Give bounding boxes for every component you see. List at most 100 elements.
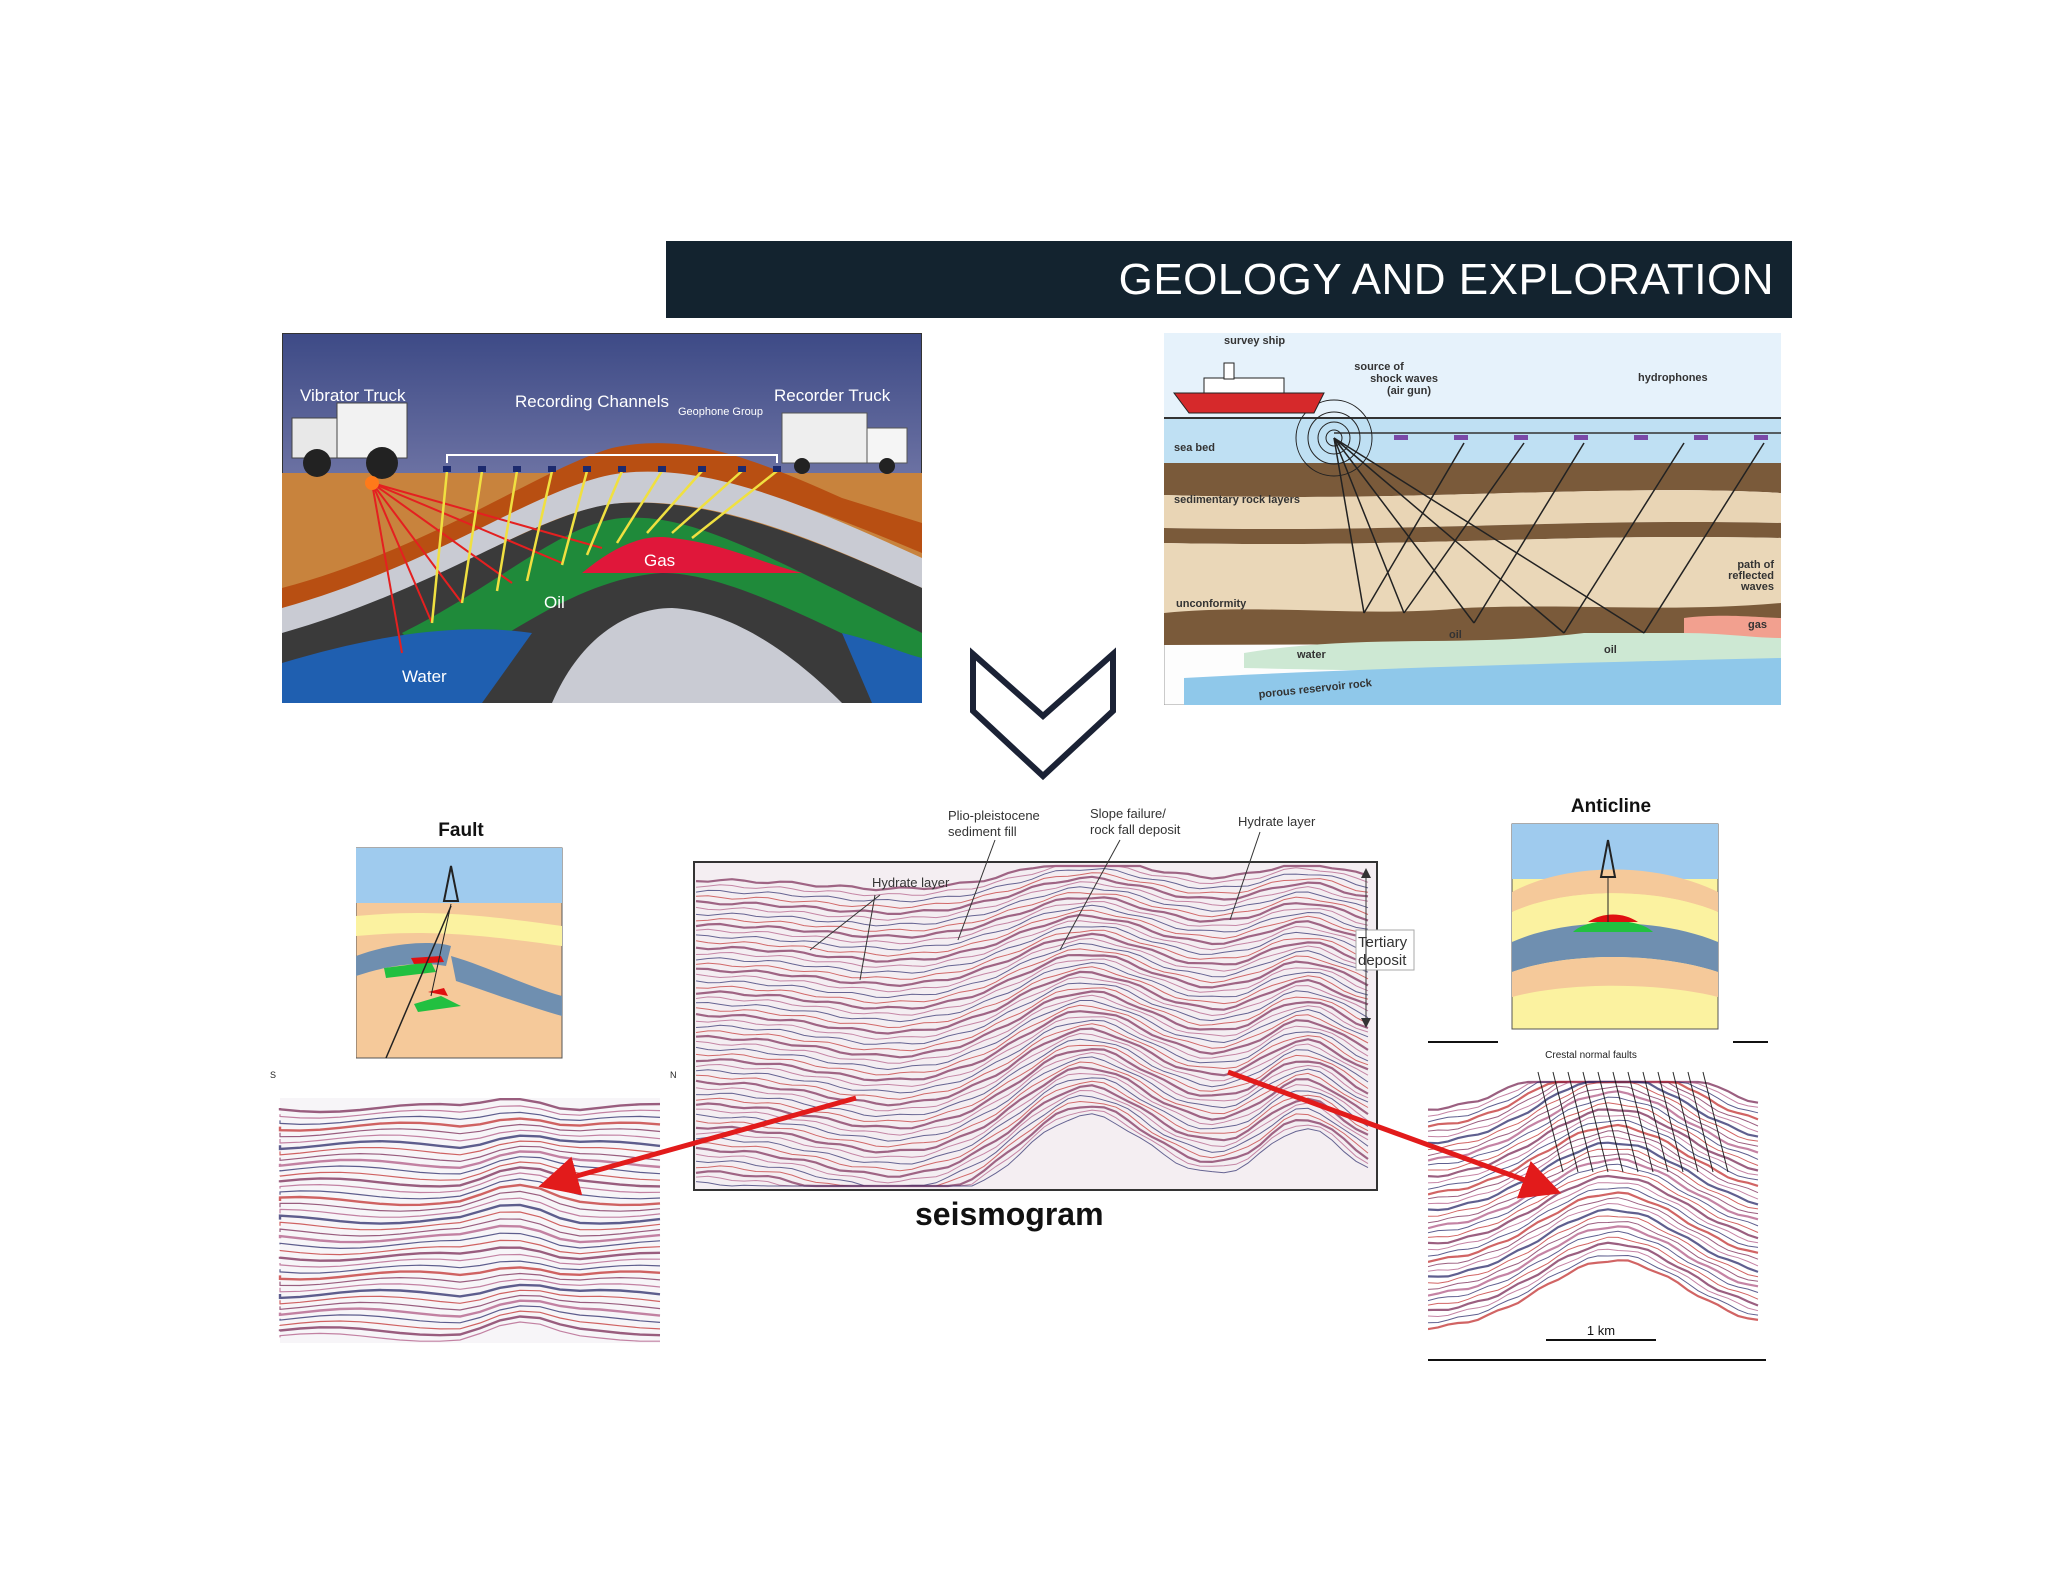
oil-label-2: oil xyxy=(1604,644,1617,656)
seismic-reflector xyxy=(695,1016,1369,1087)
seismic-reflector xyxy=(1427,1254,1759,1324)
seismic-reflector xyxy=(1427,1182,1759,1251)
hydrophones-label: hydrophones xyxy=(1638,372,1708,384)
seismic-reflector xyxy=(1427,1221,1759,1290)
seismic-reflector xyxy=(279,1172,661,1194)
chevron-down-icon xyxy=(968,646,1118,781)
seismic-reflector xyxy=(1552,1071,1579,1173)
gas-label: gas xyxy=(1748,619,1767,631)
seismic-reflector xyxy=(695,958,1369,1016)
seismic-reflector xyxy=(1427,1135,1759,1205)
seismic-reflector xyxy=(278,1315,661,1337)
seismic-reflector xyxy=(278,1134,661,1151)
seismic-reflector xyxy=(1627,1071,1654,1173)
seismic-reflector xyxy=(1427,1119,1759,1190)
seismic-reflector xyxy=(279,1260,661,1274)
seismic-reflector xyxy=(279,1218,661,1237)
seismic-reflector xyxy=(279,1190,661,1212)
seismic-reflector xyxy=(1427,1148,1759,1217)
seismogram-label: seismogram xyxy=(915,1196,1104,1232)
seismic-reflector xyxy=(279,1253,661,1268)
seismic-reflector xyxy=(278,1266,661,1281)
seismic-reflector xyxy=(279,1145,661,1163)
seismic-reflector xyxy=(695,1077,1369,1165)
seismic-reflector xyxy=(695,987,1369,1052)
seismic-reflector xyxy=(279,1278,661,1293)
gas-label: Gas xyxy=(644,551,675,570)
seismic-reflector xyxy=(695,990,1369,1059)
seismic-reflector xyxy=(695,1023,1369,1100)
seismic-reflector xyxy=(695,970,1369,1035)
seismic-reflector xyxy=(279,1105,661,1119)
seismic-reflector xyxy=(278,1224,661,1244)
slope-line-1: Slope failure/ xyxy=(1090,806,1166,821)
oil-label: Oil xyxy=(544,593,565,612)
seismic-reflector xyxy=(695,1094,1369,1187)
seismic-reflector xyxy=(279,1310,661,1330)
seismic-reflector xyxy=(1672,1071,1699,1173)
seismic-reflector xyxy=(279,1211,661,1231)
seismic-reflector xyxy=(278,1246,661,1262)
page-title: GEOLOGY AND EXPLORATION xyxy=(1118,255,1774,304)
hydrate-left-label: Hydrate layer xyxy=(872,875,950,890)
seismic-reflector xyxy=(695,942,1369,999)
seismic-reflector xyxy=(695,1080,1369,1172)
seismic-reflector xyxy=(695,966,1369,1029)
plio-line-2: sediment fill xyxy=(948,824,1017,839)
seismic-reflector xyxy=(695,913,1369,963)
seismic-reflector xyxy=(1427,1174,1759,1245)
seismic-reflector xyxy=(1427,1225,1759,1297)
seismic-reflector xyxy=(695,1113,1369,1187)
seismic-reflector xyxy=(1427,1215,1759,1284)
seismic-reflector xyxy=(695,1019,1369,1094)
seismic-reflector xyxy=(1427,1248,1759,1318)
seismic-reflector xyxy=(279,1305,661,1324)
oil-label-1: oil xyxy=(1449,629,1462,641)
seismic-reflector xyxy=(695,1089,1369,1184)
seismic-reflector xyxy=(1427,1208,1759,1278)
path-line-3: waves xyxy=(1740,581,1774,593)
seismic-reflector xyxy=(695,1061,1369,1148)
anticline-title: Anticline xyxy=(1571,796,1651,817)
seismic-reflector xyxy=(695,932,1369,988)
seismic-reflector xyxy=(695,886,1369,927)
arrow-to-anticline xyxy=(1227,1069,1562,1199)
seismic-reflector xyxy=(1428,1102,1759,1171)
land-seismic-survey-diagram: Vibrator Truck Recording Channels Geopho… xyxy=(282,333,922,703)
recorder-truck-icon xyxy=(781,412,908,474)
fault-south-label: S xyxy=(270,1070,276,1080)
seismic-reflector xyxy=(695,896,1369,939)
seismic-reflector xyxy=(279,1289,661,1305)
seismic-reflector xyxy=(695,1010,1369,1082)
seismic-reflector xyxy=(1612,1071,1639,1173)
survey-ship-icon xyxy=(1173,362,1325,414)
seismic-reflector xyxy=(279,1129,661,1144)
seismic-reflector xyxy=(278,1203,661,1225)
seismic-reflector xyxy=(695,864,1369,892)
seismic-reflector xyxy=(1427,1230,1759,1302)
vibrator-truck-label: Vibrator Truck xyxy=(300,386,406,405)
seismic-reflector xyxy=(695,982,1369,1045)
seismic-reflector xyxy=(279,1294,661,1311)
seismic-reflector xyxy=(1427,1096,1759,1166)
seismic-reflector xyxy=(1427,1236,1759,1306)
seismic-reflector xyxy=(695,875,1369,915)
seismic-reflector xyxy=(278,1166,661,1188)
slope-line-2: rock fall deposit xyxy=(1090,822,1181,837)
seismic-reflector xyxy=(1427,1157,1759,1230)
seismic-reflector xyxy=(1427,1090,1759,1162)
seismic-reflector xyxy=(695,925,1369,974)
seismic-reflector xyxy=(695,962,1369,1023)
source-line-1: source of xyxy=(1354,361,1404,373)
seismic-reflector xyxy=(1427,1153,1759,1224)
path-line-1: path of xyxy=(1737,559,1774,571)
marine-seismic-survey-diagram: survey ship source of shock waves (air g… xyxy=(1164,333,1781,705)
anticline-diagram: Anticline Crestal normal faults xyxy=(1428,792,1778,1062)
seismic-reflector xyxy=(695,1056,1369,1142)
seismic-reflector xyxy=(1427,1169,1759,1238)
seismic-reflector xyxy=(1427,1141,1759,1212)
sedimentary-label: sedimentary rock layers xyxy=(1174,494,1300,506)
seismic-reflector xyxy=(695,909,1369,957)
seismic-reflector xyxy=(279,1321,660,1342)
